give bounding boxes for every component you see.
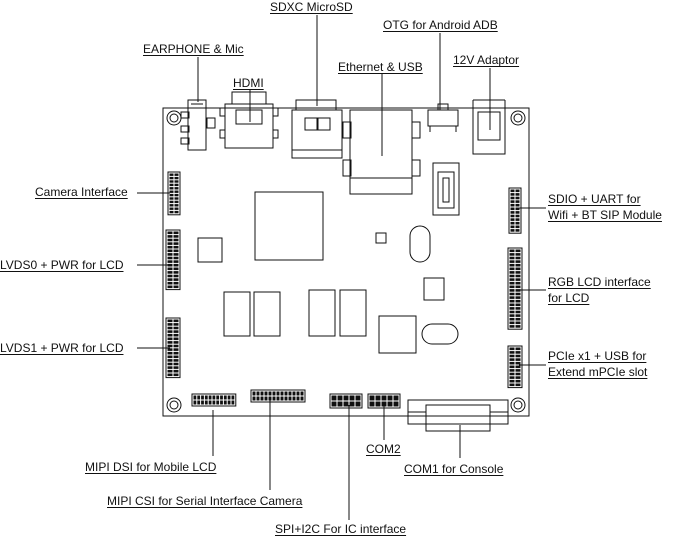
small-chip-2 bbox=[375, 232, 387, 244]
crystal-1 bbox=[409, 225, 431, 263]
label-pcie-1: PCIe x1 + USB for bbox=[548, 349, 647, 363]
sdio-header bbox=[508, 187, 522, 234]
hdmi-connector bbox=[219, 91, 279, 149]
label-com2: COM2 bbox=[366, 442, 401, 456]
small-chip-1 bbox=[197, 237, 223, 263]
crystal-2 bbox=[421, 323, 459, 345]
lvds1-header bbox=[165, 317, 181, 379]
board-outline bbox=[162, 107, 530, 417]
com1-db9-connector bbox=[407, 399, 509, 432]
ram-4 bbox=[339, 289, 367, 337]
sata-connector bbox=[432, 162, 460, 216]
label-lvds1: LVDS1 + PWR for LCD bbox=[0, 341, 124, 355]
label-otg: OTG for Android ADB bbox=[383, 18, 498, 32]
mipi-csi-header bbox=[250, 389, 306, 403]
lvds0-header bbox=[165, 229, 181, 291]
label-camera: Camera Interface bbox=[35, 185, 128, 199]
ram-1 bbox=[223, 291, 251, 337]
ram-3 bbox=[308, 289, 336, 337]
mounting-holes bbox=[166, 110, 526, 413]
ethernet-usb-connector bbox=[342, 109, 421, 195]
small-chip-3 bbox=[423, 277, 445, 301]
label-pcie-2: Extend mPCIe slot bbox=[548, 365, 648, 379]
camera-header bbox=[167, 171, 181, 216]
earphone-jack bbox=[180, 99, 216, 151]
label-spi-i2c: SPI+I2C For IC interface bbox=[275, 522, 407, 536]
label-hdmi: HDMI bbox=[233, 76, 264, 90]
label-mipi-dsi: MIPI DSI for Mobile LCD bbox=[85, 460, 217, 474]
label-com1: COM1 for Console bbox=[404, 462, 504, 476]
callout-lines bbox=[137, 15, 546, 520]
power-adaptor-jack bbox=[472, 99, 506, 155]
pin-headers bbox=[165, 171, 523, 409]
label-adaptor: 12V Adaptor bbox=[453, 53, 520, 67]
label-lvds0: LVDS0 + PWR for LCD bbox=[0, 258, 124, 272]
label-rgb-2: for LCD bbox=[548, 291, 590, 305]
microsd-slot bbox=[291, 99, 343, 159]
pcie-header bbox=[507, 345, 523, 389]
cpu-chip bbox=[254, 191, 324, 261]
label-sdio-2: Wifi + BT SIP Module bbox=[548, 208, 662, 222]
label-earphone: EARPHONE & Mic bbox=[143, 42, 244, 56]
spi-i2c-header bbox=[329, 393, 363, 409]
label-sdxc: SDXC MicroSD bbox=[270, 0, 353, 14]
rgb-lcd-header bbox=[507, 247, 523, 330]
label-ethernet: Ethernet & USB bbox=[338, 60, 423, 74]
otg-connector bbox=[427, 103, 459, 132]
mipi-dsi-header bbox=[191, 393, 237, 407]
label-rgb-1: RGB LCD interface bbox=[548, 275, 651, 289]
label-sdio-1: SDIO + UART for bbox=[548, 192, 641, 206]
label-mipi-csi: MIPI CSI for Serial Interface Camera bbox=[107, 494, 303, 508]
chip-right bbox=[378, 315, 417, 354]
ram-2 bbox=[253, 291, 281, 337]
